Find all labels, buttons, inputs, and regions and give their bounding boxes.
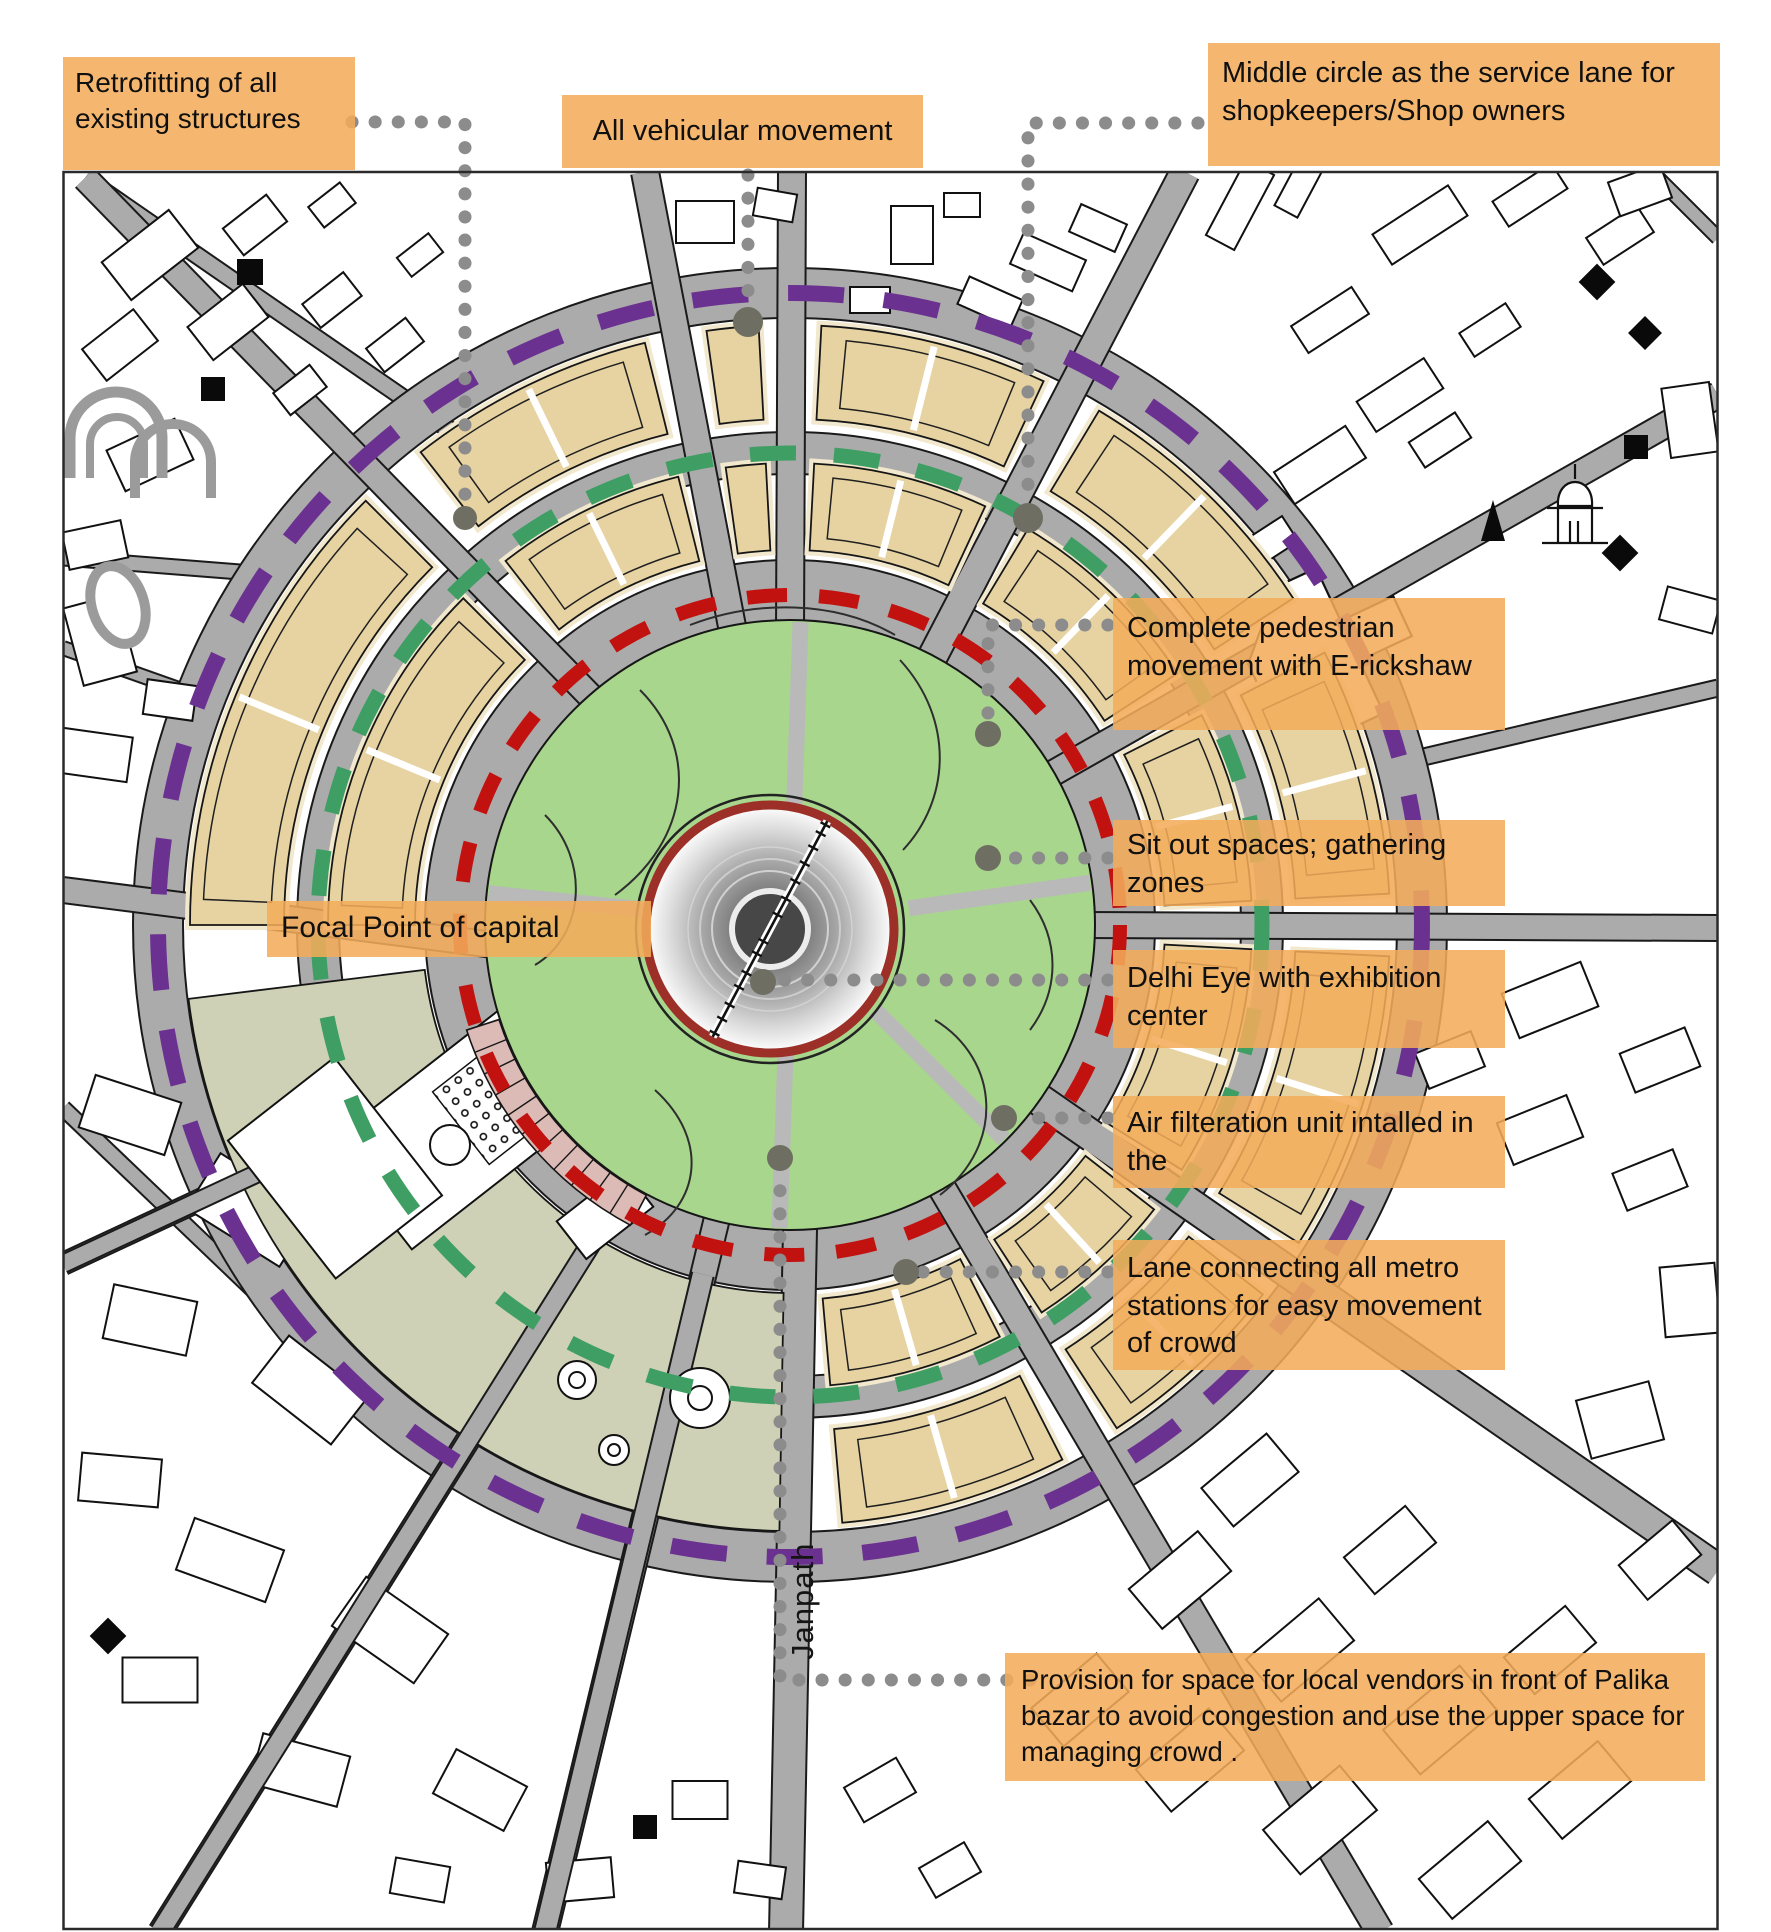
leader-end-dot <box>453 506 477 530</box>
leader-end-dot <box>733 307 763 337</box>
annotation-metro-lane-text: Lane connecting all metro stations for e… <box>1127 1252 1482 1360</box>
annotation-retrofitting: Retrofitting of all existing structures <box>63 57 355 170</box>
annotation-metro-lane: Lane connecting all metro stations for e… <box>1113 1240 1505 1370</box>
leader-end-dot <box>975 721 1001 747</box>
annotation-vehicular-movement: All vehicular movement <box>562 95 923 168</box>
leader-end-dot <box>893 1259 919 1285</box>
outer-circle-dashed <box>150 285 1430 1565</box>
arch-roads <box>64 386 216 649</box>
leader-end-dot <box>767 1145 793 1171</box>
road-label-janpath: Janpath <box>785 1542 820 1660</box>
leader-end-dot <box>975 845 1001 871</box>
annotation-focal-point: Focal Point of capital <box>267 901 651 957</box>
annotation-sit-out-spaces: Sit out spaces; gathering zones <box>1113 820 1505 906</box>
leader-end-dot <box>750 969 776 995</box>
middle-circle-dashed <box>310 445 1270 1405</box>
annotation-air-filtration: Air filteration unit intalled in the <box>1113 1096 1505 1188</box>
annotation-palika-vendors: Provision for space for local vendors in… <box>1005 1653 1705 1781</box>
annotation-middle-circle: Middle circle as the service lane for sh… <box>1208 43 1720 166</box>
map-frame <box>62 170 1719 1931</box>
leader-end-dot <box>991 1105 1017 1131</box>
annotation-leaders <box>345 115 1205 1687</box>
annotation-delhi-eye: Delhi Eye with exhibition center <box>1113 950 1505 1048</box>
leader-end-dot <box>1013 503 1043 533</box>
triangle-marker <box>1481 500 1505 541</box>
annotation-pedestrian-movement: Complete pedestrian movement with E-rick… <box>1113 598 1505 730</box>
dome-pavilion-icon <box>1542 464 1608 545</box>
